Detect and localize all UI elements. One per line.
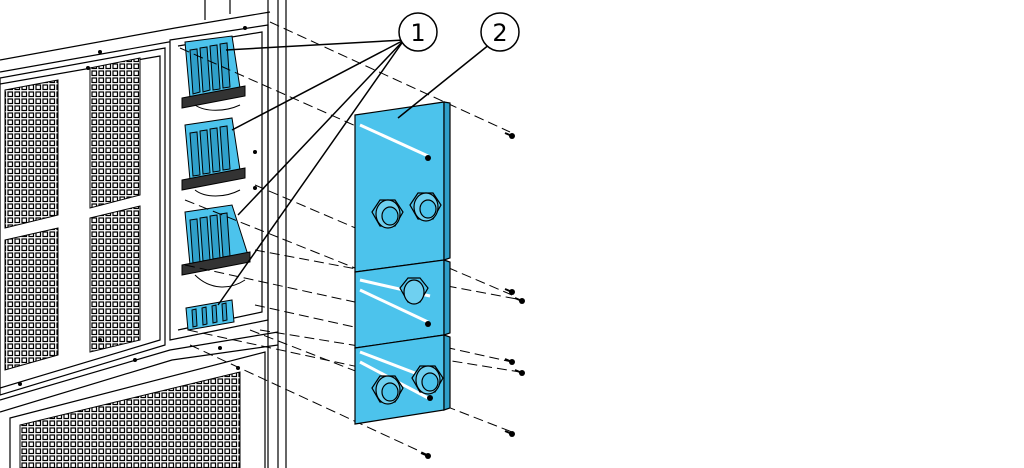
cable-glands: [371, 192, 444, 405]
screw: [425, 321, 431, 327]
screw: [504, 132, 515, 139]
callout-2-label: 2: [492, 19, 507, 47]
callout-1: 1: [398, 12, 438, 52]
screw: [504, 430, 515, 437]
cabinet-screws: [18, 26, 257, 386]
screw: [420, 452, 431, 459]
cable-gland: [411, 365, 444, 395]
screw: [427, 395, 433, 401]
callout-1-label: 1: [410, 19, 425, 47]
terminal-block-1: [181, 35, 246, 109]
callout-2: 2: [480, 12, 520, 52]
cable-gland: [409, 192, 442, 222]
mounting-screws: [420, 132, 525, 459]
screw: [514, 297, 525, 304]
terminal-block-2: [181, 117, 246, 191]
screw: [514, 369, 525, 376]
screw: [504, 358, 515, 365]
terminal-blocks: [181, 35, 251, 331]
cable-gland: [371, 199, 404, 229]
terminal-block-3: [181, 204, 251, 276]
callout-leaders: [217, 39, 491, 306]
cover-plate: [354, 101, 451, 425]
ventilation-grilles: [4, 57, 241, 468]
screw: [425, 155, 431, 161]
terminal-block-4: [185, 299, 235, 331]
cable-gland: [371, 375, 404, 405]
screw: [504, 288, 515, 295]
cable-gland: [399, 277, 429, 305]
